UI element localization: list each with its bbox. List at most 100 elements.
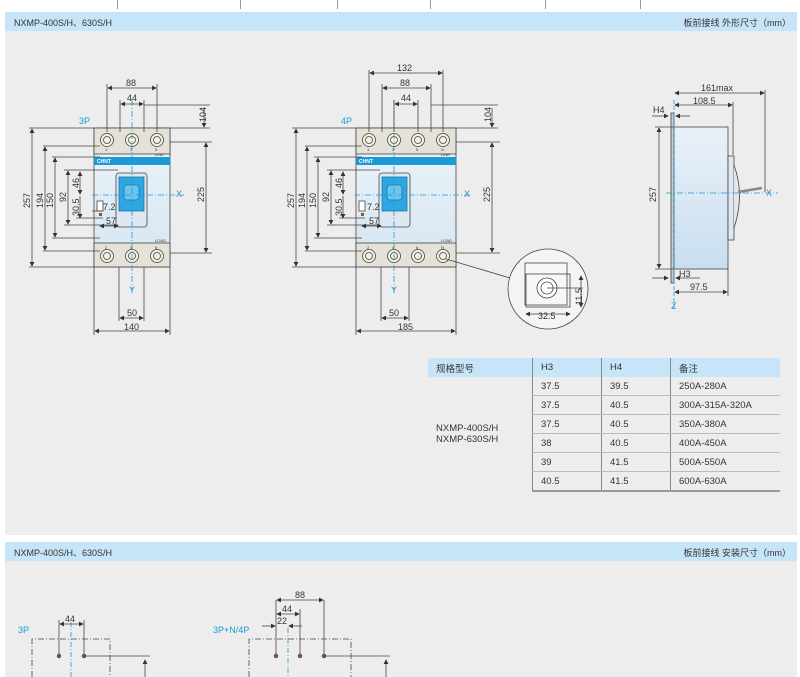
brand-logo: CHNT xyxy=(359,159,373,165)
dim-161max: 161max xyxy=(701,83,734,93)
terminal-number: 1 xyxy=(367,147,370,152)
dim-150: 150 xyxy=(45,193,55,208)
pole-label: 3P xyxy=(79,116,90,126)
dim-h3: H3 xyxy=(679,269,691,279)
table-row: 37.5 40.5 350A-380A xyxy=(428,414,780,434)
dim-11-5: 11.5 xyxy=(574,288,584,305)
brand-strip xyxy=(356,157,456,165)
divider xyxy=(430,0,431,9)
axis-z-label: Z xyxy=(671,301,677,311)
table-row: 38 40.5 400A-450A xyxy=(428,433,780,453)
dim-104: 104 xyxy=(483,107,493,122)
brand-logo: CHNT xyxy=(97,159,111,165)
terminal-number: 2 xyxy=(367,245,370,250)
dim-50: 50 xyxy=(389,308,399,318)
model-cell: NXMP-400S/H NXMP-630S/H xyxy=(428,377,533,491)
dim-92: 92 xyxy=(321,192,331,202)
terminal xyxy=(100,133,164,263)
note-cell: 350A-380A xyxy=(670,414,780,434)
h4-cell: 39.5 xyxy=(601,377,671,396)
dim-257: 257 xyxy=(286,193,296,208)
line-label: LINE xyxy=(441,152,450,157)
dim-257: 257 xyxy=(648,187,658,202)
dim-92: 92 xyxy=(58,192,68,202)
note-cell: 300A-315A-320A xyxy=(670,395,780,415)
h3-cell: 39 xyxy=(532,452,602,472)
pole-label: 4P xyxy=(341,116,352,126)
side-view xyxy=(652,90,778,310)
dim-97-5: 97.5 xyxy=(690,282,708,292)
divider xyxy=(545,0,546,9)
dim-57: 57 xyxy=(369,216,379,226)
note-cell: 500A-550A xyxy=(670,452,780,472)
column-header: 备注 xyxy=(670,358,780,377)
breaker-side-body xyxy=(673,126,729,270)
terminal-number: N xyxy=(441,245,444,250)
dim-30-5: 30.5 xyxy=(71,198,81,216)
note-cell: 600A-630A xyxy=(670,471,780,492)
leader-line xyxy=(445,258,511,279)
model-label: NXMP-400S/H、630S/H xyxy=(14,18,113,28)
table-row: 37.5 40.5 300A-315A-320A xyxy=(428,395,780,415)
h3-cell: 38 xyxy=(532,433,602,453)
side-view-labels: 161max 108.5 H4 257 H3 97.5 X Z xyxy=(648,83,772,311)
dim-225: 225 xyxy=(482,187,492,202)
dim-88: 88 xyxy=(126,78,136,88)
terminal-number: 5 xyxy=(416,147,419,152)
terminal-number: 1 xyxy=(105,147,108,152)
dim-194: 194 xyxy=(35,193,45,208)
dim-22: 22 xyxy=(277,616,287,626)
dim-185: 185 xyxy=(398,322,413,332)
mounting-hole xyxy=(297,653,303,659)
column-header: H4 xyxy=(601,358,671,377)
dim-7-2: 7.2 xyxy=(367,202,380,212)
h4-cell: 40.5 xyxy=(601,414,671,434)
panel-header: NXMP-400S/H、630S/H 板前接线 安装尺寸（mm） xyxy=(5,542,797,561)
dim-30-5: 30.5 xyxy=(334,198,344,216)
dim-44: 44 xyxy=(127,93,137,103)
divider xyxy=(337,0,338,9)
mounting-hole xyxy=(56,653,62,659)
terminal-number: 2 xyxy=(105,245,108,250)
dim-44: 44 xyxy=(401,93,411,103)
dim-88: 88 xyxy=(400,78,410,88)
handle-knob xyxy=(386,184,403,201)
model-name: NXMP-630S/H xyxy=(436,434,499,445)
h3-cell: 40.5 xyxy=(532,471,602,492)
axis-x-label: X xyxy=(176,189,182,199)
front-view-3p-labels: 3P CHNT 1 3 5 LINE 2 4 6 LOAD X Y 88 44 … xyxy=(22,78,208,332)
axis-y-label: Y xyxy=(391,285,397,295)
handle-side xyxy=(737,186,763,194)
dim-46: 46 xyxy=(334,178,344,188)
spec-table: 规格型号 H3 H4 备注 NXMP-400S/H NXMP-630S/H 37… xyxy=(428,358,780,492)
top-strip xyxy=(0,0,800,12)
mounting-hole xyxy=(273,653,279,659)
dim-h4: H4 xyxy=(653,105,665,115)
dim-44: 44 xyxy=(65,614,75,624)
line-label: LINE xyxy=(155,152,164,157)
table-row: 39 41.5 500A-550A xyxy=(428,452,780,472)
front-view-3p xyxy=(29,84,212,335)
dim-32-5: 32.5 xyxy=(538,311,556,321)
pole-label: 3P xyxy=(18,625,29,635)
test-button xyxy=(99,213,102,216)
note-cell: 250A-280A xyxy=(670,377,780,396)
dim-150: 150 xyxy=(308,193,318,208)
section-title: 板前接线 安装尺寸（mm） xyxy=(683,548,792,558)
dim-108-5: 108.5 xyxy=(693,96,716,106)
h3-cell: 37.5 xyxy=(532,377,602,396)
h4-cell: 40.5 xyxy=(601,395,671,415)
column-header: H3 xyxy=(532,358,602,377)
terminal-number: 3 xyxy=(392,147,395,152)
h4-cell: 40.5 xyxy=(601,433,671,453)
load-label: LOAD xyxy=(155,238,166,243)
dim-104: 104 xyxy=(198,107,208,122)
column-header: 规格型号 xyxy=(428,358,533,377)
divider xyxy=(117,0,118,9)
terminal-number: 4 xyxy=(392,245,395,250)
model-name: NXMP-400S/H xyxy=(436,423,499,434)
terminal-detail xyxy=(507,248,589,330)
dim-46: 46 xyxy=(71,178,81,188)
terminal-number: 6 xyxy=(416,245,419,250)
